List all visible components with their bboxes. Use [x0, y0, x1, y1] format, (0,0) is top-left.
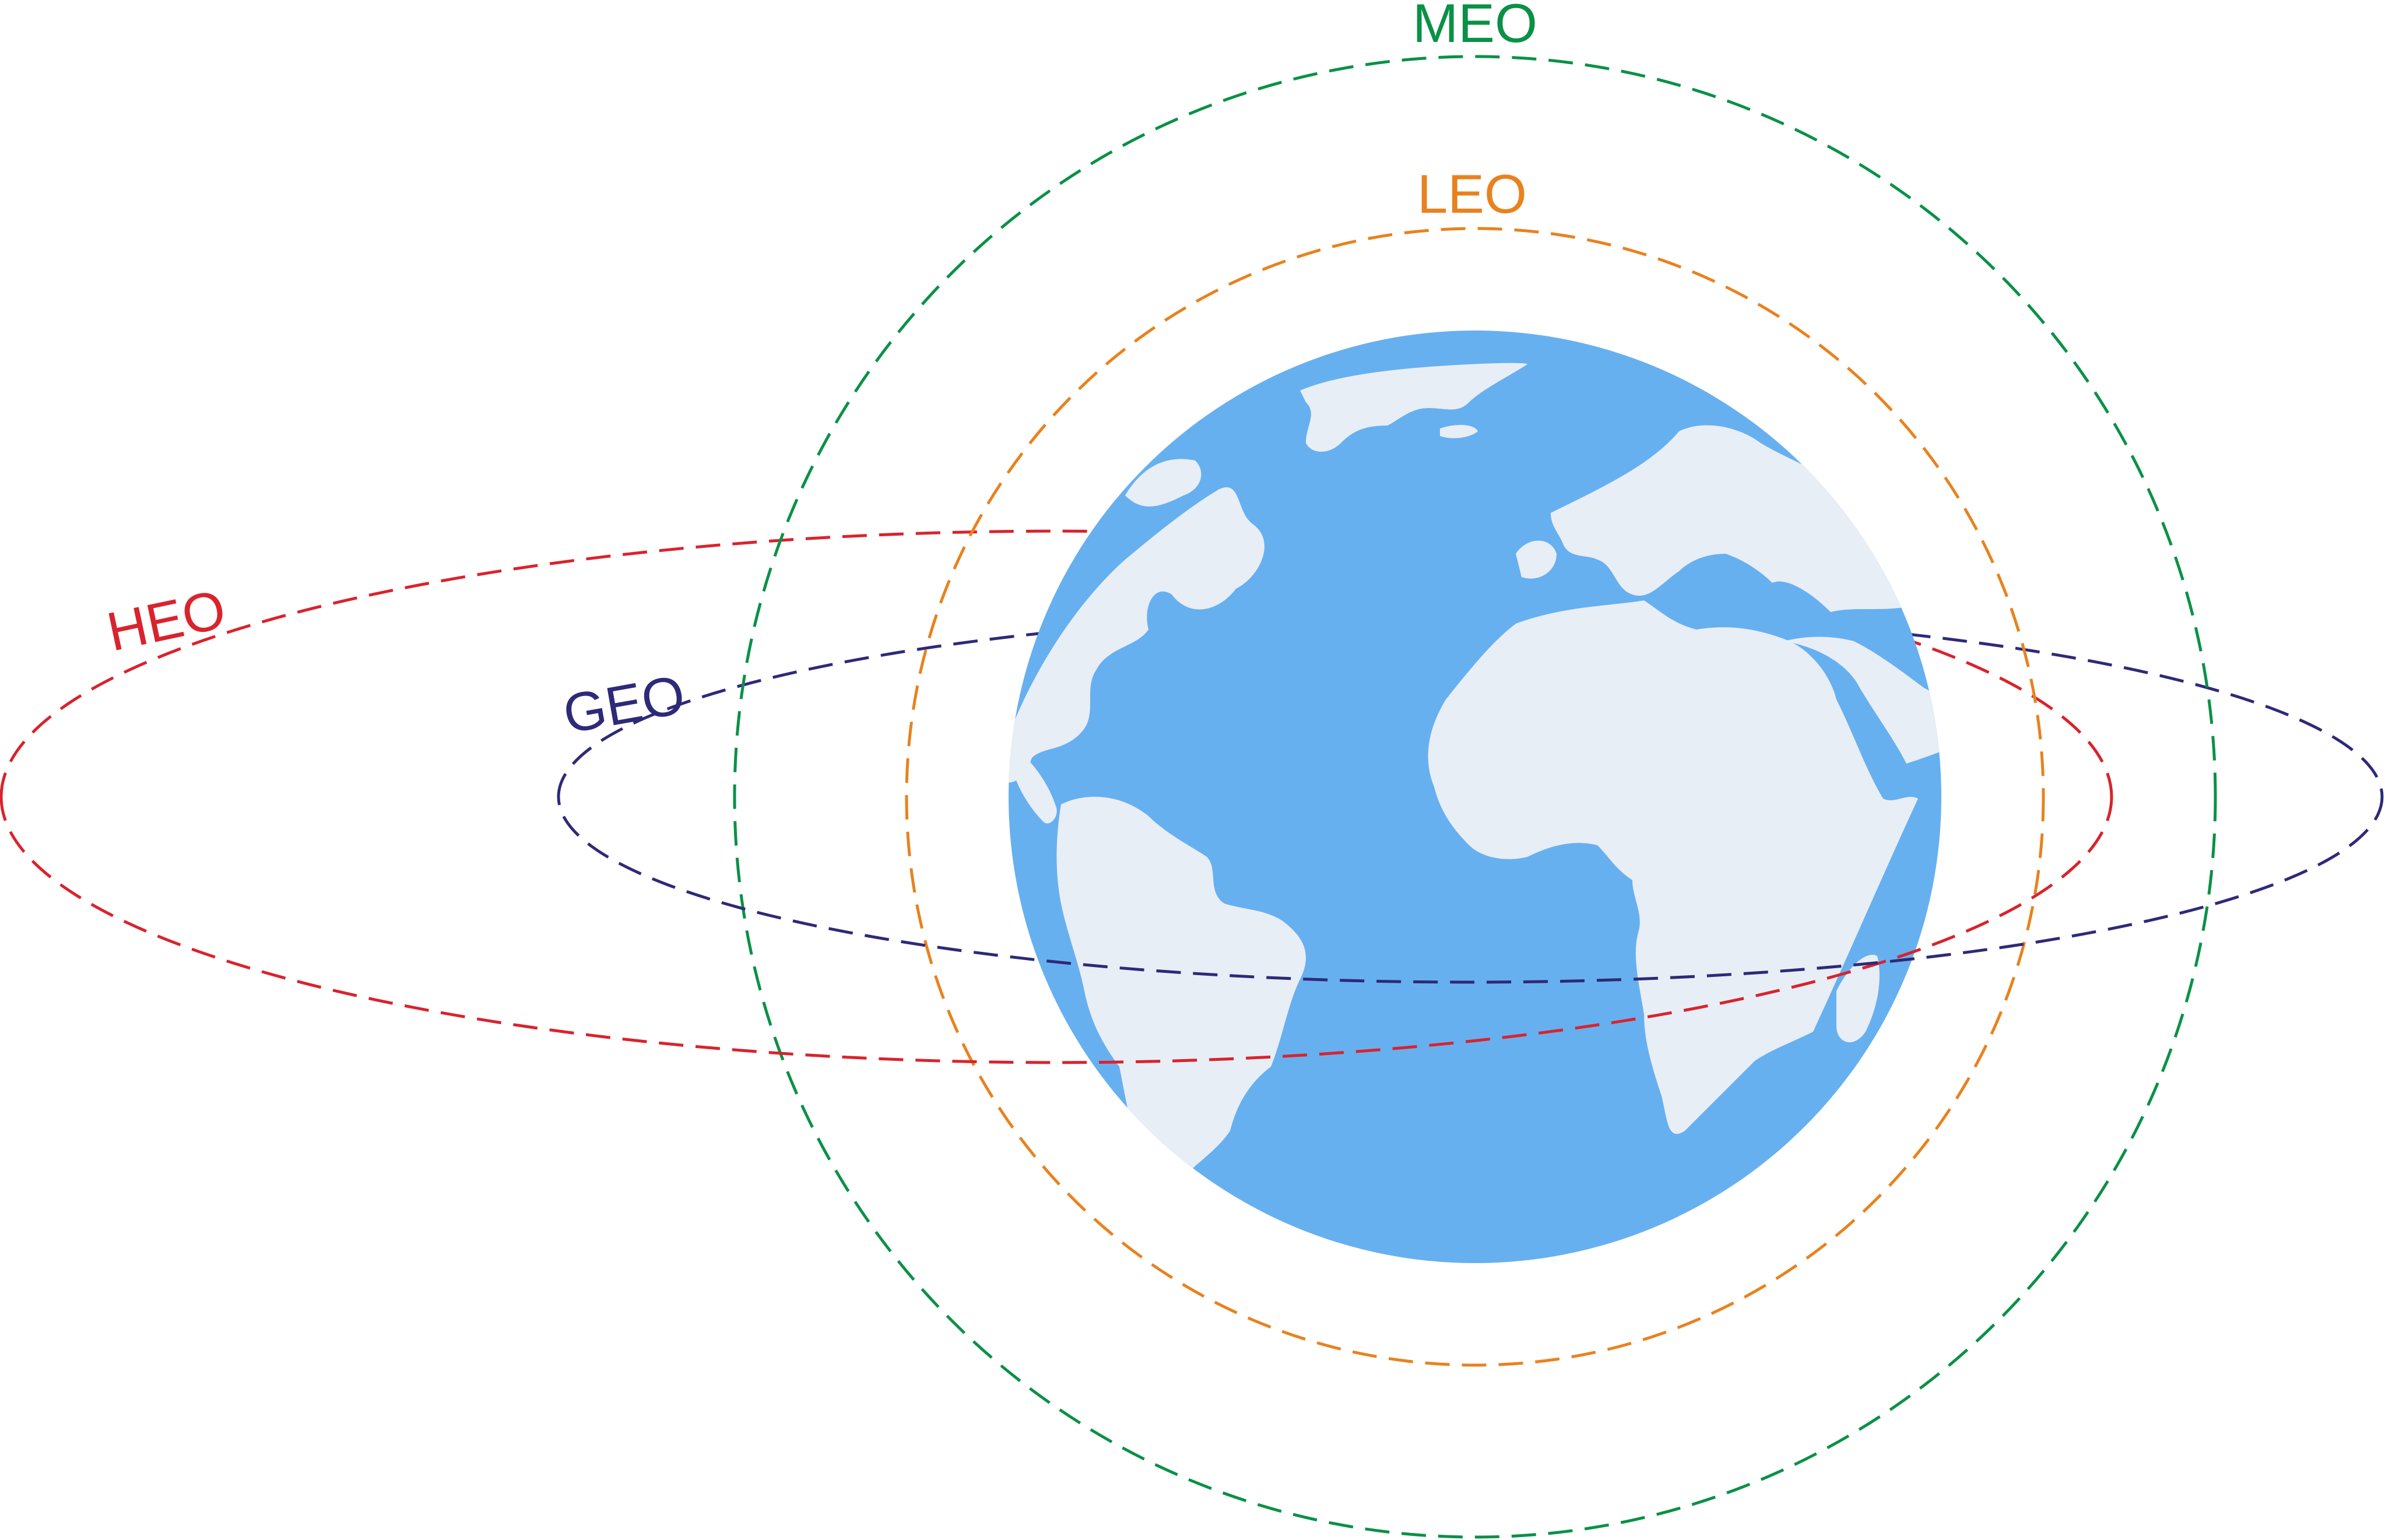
- heo-orbit-back: [0, 529, 2113, 797]
- geo-label: GEO: [559, 663, 689, 745]
- continent-central-america: [1014, 758, 1057, 824]
- leo-orbit: [905, 227, 2045, 1367]
- continent-british-isles: [1516, 540, 1557, 579]
- continent-madagascar: [1836, 955, 1880, 1043]
- earth-continents: [1009, 363, 1941, 1263]
- continent-arabia: [1784, 637, 1941, 764]
- continent-greenland: [1300, 363, 1527, 452]
- earth-globe-icon: [1009, 330, 1941, 1263]
- continent-south-america: [1056, 796, 1306, 1263]
- leo-label: LEO: [1417, 163, 1527, 224]
- continent-iceland: [1440, 424, 1478, 438]
- continent-africa: [1428, 600, 1918, 1134]
- continent-north-america: [1009, 487, 1264, 783]
- heo-label: HEO: [102, 578, 231, 663]
- meo-orbit: [733, 55, 2217, 1539]
- continent-europe: [1551, 425, 1936, 612]
- meo-label: MEO: [1413, 0, 1537, 54]
- heo-orbit-front: [0, 796, 2113, 1064]
- continent-arctic-islands: [1125, 459, 1202, 507]
- geo-orbit-front: [557, 796, 2384, 984]
